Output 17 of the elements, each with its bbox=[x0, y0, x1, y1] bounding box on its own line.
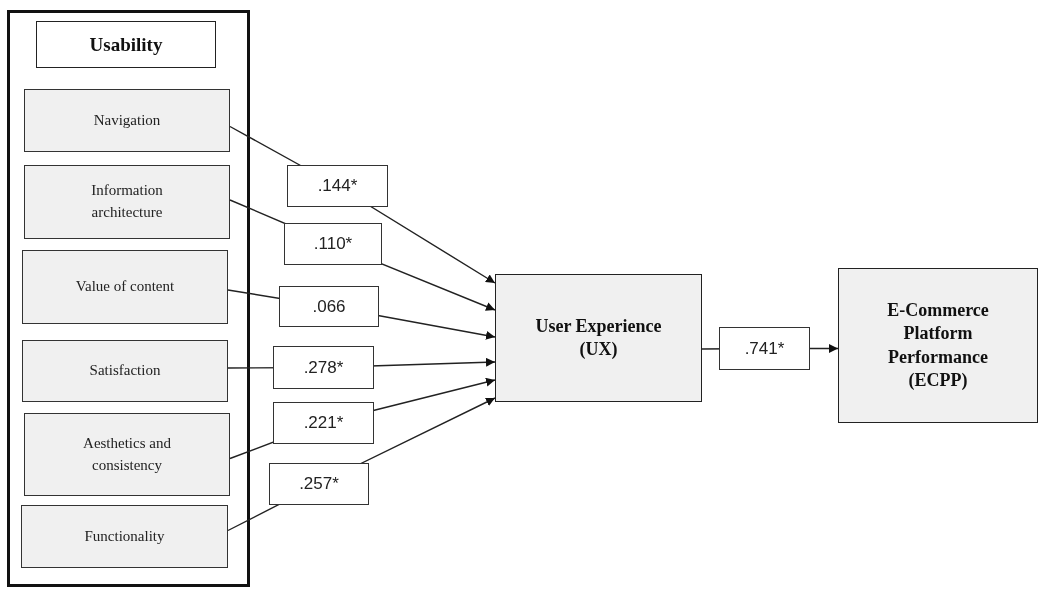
coefficient-label: .144* bbox=[287, 165, 388, 207]
factor-box: Aesthetics and consistency bbox=[24, 413, 230, 496]
coefficient-label: .221* bbox=[273, 402, 374, 444]
construct-box: E-Commerce Platform Performance (ECPP) bbox=[838, 268, 1038, 423]
group-frame bbox=[7, 10, 250, 587]
coefficient-label: .741* bbox=[719, 327, 810, 370]
construct-box: User Experience (UX) bbox=[495, 274, 702, 402]
coefficient-label: .066 bbox=[279, 286, 379, 327]
factor-box: Functionality bbox=[21, 505, 228, 568]
factor-box: Value of content bbox=[22, 250, 228, 324]
coefficient-label: .257* bbox=[269, 463, 369, 505]
factor-box: Satisfaction bbox=[22, 340, 228, 402]
coefficient-label: .278* bbox=[273, 346, 374, 389]
group-heading-box: Usability bbox=[36, 21, 216, 68]
coefficient-label: .110* bbox=[284, 223, 382, 265]
factor-box: Navigation bbox=[24, 89, 230, 152]
factor-box: Information architecture bbox=[24, 165, 230, 239]
